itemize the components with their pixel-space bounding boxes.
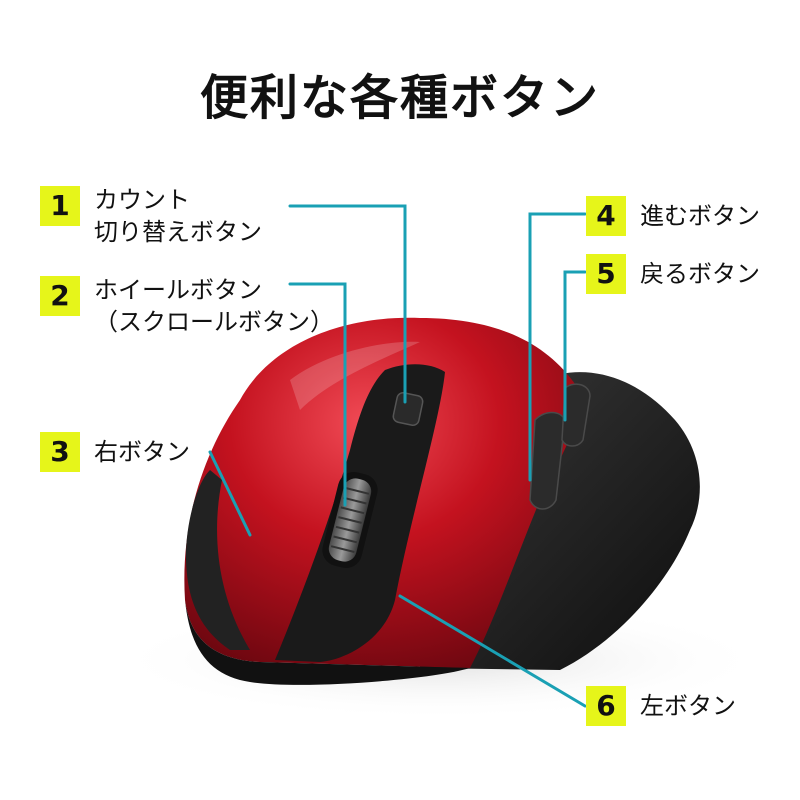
- callout-number: 3: [40, 432, 80, 472]
- callout-left-button: 6 左ボタン: [586, 686, 736, 726]
- callout-label: 左ボタン: [640, 692, 736, 720]
- callout-forward-button: 4 進むボタン: [586, 196, 760, 236]
- callout-number: 4: [586, 196, 626, 236]
- callout-label: 進むボタン: [640, 202, 760, 230]
- callout-back-button: 5 戻るボタン: [586, 254, 760, 294]
- callout-wheel-button: 2 ホイールボタン （スクロールボタン）: [40, 276, 334, 338]
- leader-line-2: [288, 282, 347, 507]
- callout-number: 5: [586, 254, 626, 294]
- callout-number: 6: [586, 686, 626, 726]
- callout-label: ホイールボタン （スクロールボタン）: [94, 276, 334, 336]
- callout-right-button: 3 右ボタン: [40, 432, 190, 472]
- leader-line-4: [528, 212, 587, 482]
- leader-line-1: [288, 204, 407, 404]
- callout-count-switch: 1 カウント 切り替えボタン: [40, 186, 262, 248]
- leader-line-3: [208, 450, 252, 537]
- callout-label: 戻るボタン: [640, 260, 760, 288]
- callout-label: カウント 切り替えボタン: [94, 186, 262, 246]
- forward-button: [529, 411, 566, 510]
- scroll-wheel: [322, 471, 378, 569]
- callout-label: 右ボタン: [94, 438, 190, 466]
- callout-number: 2: [40, 276, 80, 316]
- back-button: [561, 383, 591, 447]
- page-title: 便利な各種ボタン: [199, 70, 600, 126]
- count-switch-button: [392, 391, 424, 427]
- leader-line-6: [398, 594, 587, 708]
- leader-line-5: [563, 270, 587, 422]
- callout-number: 1: [40, 186, 80, 226]
